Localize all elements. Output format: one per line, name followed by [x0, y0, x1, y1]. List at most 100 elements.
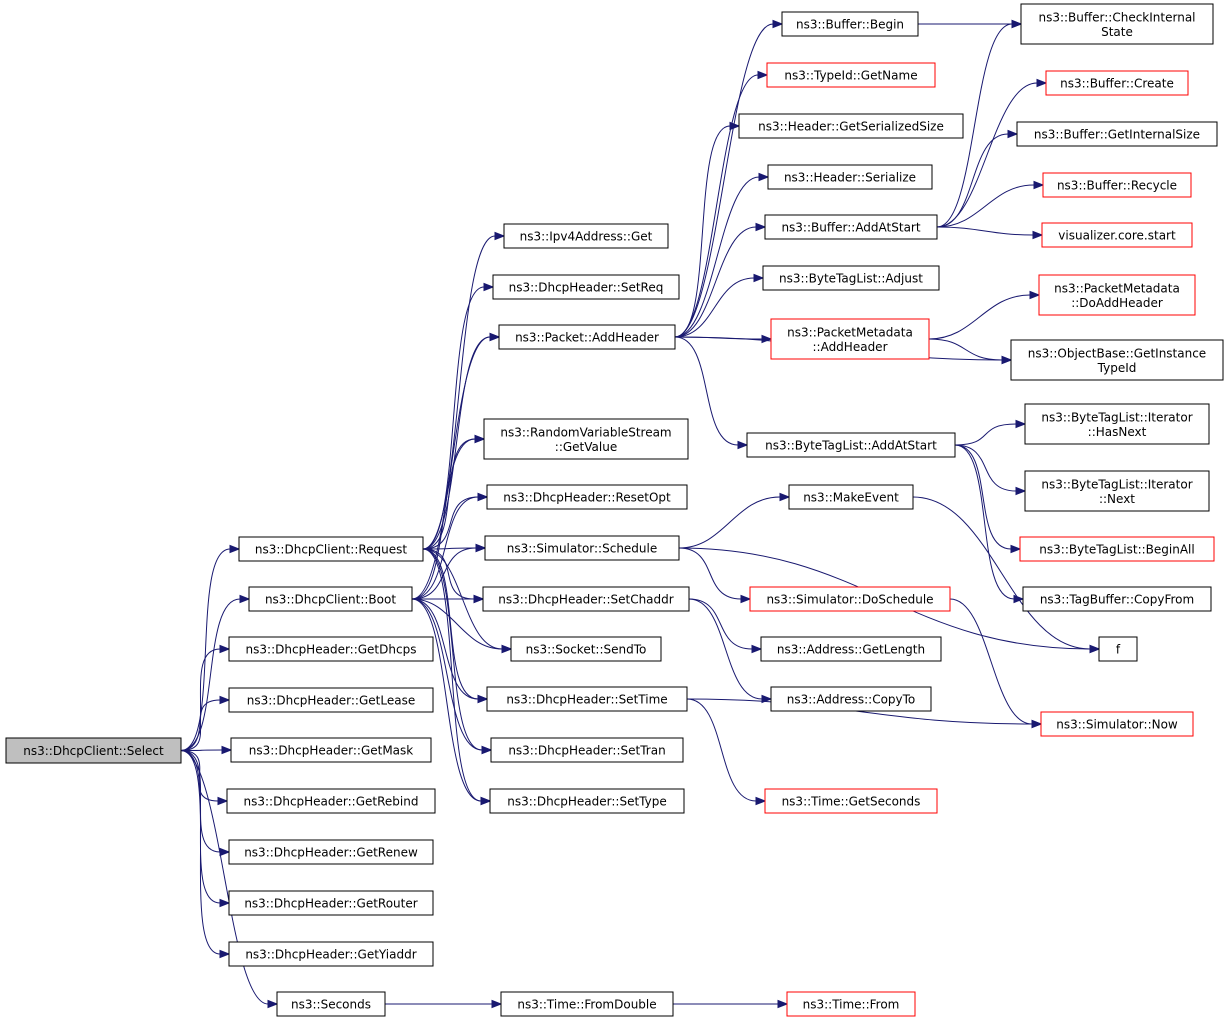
edge-line: [411, 598, 503, 650]
node-boot[interactable]: ns3::DhcpClient::Boot: [248, 586, 413, 612]
edge-line: [422, 548, 482, 802]
node-select[interactable]: ns3::DhcpClient::Select: [5, 737, 182, 764]
node-sendto[interactable]: ns3::Socket::SendTo: [510, 636, 662, 662]
edge-makeevent-to-f: [912, 496, 1101, 654]
edge-arrowhead: [501, 644, 513, 654]
edge-setchaddr-to-addrcopyto: [688, 598, 773, 704]
node-seconds[interactable]: ns3::Seconds: [276, 991, 386, 1017]
edge-arrowhead: [229, 544, 241, 554]
edge-bufaddatstart-to-bufrecycle: [936, 180, 1045, 228]
node-bufgetintsize[interactable]: ns3::Buffer::GetInternalSize: [1016, 121, 1218, 147]
node-box: [5, 737, 182, 764]
node-box: [764, 214, 938, 240]
edge-bufaddatstart-to-bufgetintsize: [936, 129, 1019, 228]
node-settime[interactable]: ns3::DhcpHeader::SetTime: [486, 686, 688, 712]
edge-boot-to-settran: [411, 598, 493, 755]
node-makeevent[interactable]: ns3::MakeEvent: [788, 484, 914, 510]
node-box: [486, 484, 688, 510]
node-label: ns3::DhcpHeader::GetYiaddr: [245, 948, 416, 962]
node-tagbufcopyfrom[interactable]: ns3::TagBuffer::CopyFrom: [1022, 586, 1212, 612]
node-request[interactable]: ns3::DhcpClient::Request: [238, 536, 424, 562]
node-bufaddatstart[interactable]: ns3::Buffer::AddAtStart: [764, 214, 938, 240]
node-box: [746, 432, 956, 458]
node-bufcreate[interactable]: ns3::Buffer::Create: [1045, 70, 1189, 96]
node-getdhcps[interactable]: ns3::DhcpHeader::GetDhcps: [228, 636, 434, 662]
edge-line: [422, 235, 496, 550]
node-timegetseconds[interactable]: ns3::Time::GetSeconds: [764, 788, 938, 814]
node-hdrgetsersize[interactable]: ns3::Header::GetSerializedSize: [738, 113, 964, 139]
node-btladjust[interactable]: ns3::ByteTagList::Adjust: [762, 265, 940, 291]
edge-arrowhead: [755, 796, 767, 806]
node-rvsgetvalue[interactable]: ns3::RandomVariableStream::GetValue: [483, 418, 689, 460]
node-box: [1024, 403, 1210, 445]
node-label: ns3::Simulator::Now: [1056, 718, 1178, 732]
edge-arrowhead: [481, 745, 493, 755]
node-settran[interactable]: ns3::DhcpHeader::SetTran: [490, 737, 684, 763]
edge-line: [180, 750, 269, 1005]
node-ipv4get[interactable]: ns3::Ipv4Address::Get: [503, 223, 669, 249]
node-addrcopyto[interactable]: ns3::Address::CopyTo: [770, 686, 932, 712]
edge-arrowhead: [755, 222, 767, 232]
node-label: ns3::Buffer::AddAtStart: [781, 221, 920, 235]
edge-line: [936, 226, 1034, 236]
node-getrebind[interactable]: ns3::DhcpHeader::GetRebind: [226, 788, 436, 814]
node-label: State: [1101, 25, 1133, 39]
node-getlease[interactable]: ns3::DhcpHeader::GetLease: [228, 687, 434, 713]
node-addrgetlength[interactable]: ns3::Address::GetLength: [760, 636, 942, 662]
edge-line: [674, 23, 774, 338]
node-f[interactable]: f: [1098, 636, 1138, 662]
edge-addheader-to-pmaddheader: [674, 334, 773, 344]
edge-arrowhead: [219, 695, 231, 705]
node-btlithasnext[interactable]: ns3::ByteTagList::Iterator::HasNext: [1024, 403, 1210, 445]
edge-line: [411, 438, 476, 600]
node-schedule[interactable]: ns3::Simulator::Schedule: [484, 535, 680, 561]
node-bufbegin[interactable]: ns3::Buffer::Begin: [781, 11, 919, 37]
edge-line: [954, 423, 1017, 446]
node-getyiaddr[interactable]: ns3::DhcpHeader::GetYiaddr: [228, 941, 434, 967]
node-label: ns3::Buffer::Create: [1060, 77, 1174, 91]
edge-line: [688, 598, 753, 650]
node-box: [1045, 70, 1189, 96]
node-simnow[interactable]: ns3::Simulator::Now: [1040, 711, 1194, 737]
edge-btladdatstart-to-tagbufcopyfrom: [954, 444, 1025, 604]
node-settype[interactable]: ns3::DhcpHeader::SetType: [489, 788, 685, 814]
edge-boot-to-resetopt: [411, 492, 489, 600]
edge-line: [411, 598, 482, 802]
node-label: ns3::Buffer::Recycle: [1057, 179, 1177, 193]
node-setchaddr[interactable]: ns3::DhcpHeader::SetChaddr: [482, 586, 690, 612]
node-getrouter[interactable]: ns3::DhcpHeader::GetRouter: [228, 890, 434, 916]
node-btlitnext[interactable]: ns3::ByteTagList::Iterator::Next: [1024, 470, 1210, 512]
node-box: [510, 636, 662, 662]
node-hdrserialize[interactable]: ns3::Header::Serialize: [767, 164, 933, 190]
node-box: [760, 636, 942, 662]
node-doschedule[interactable]: ns3::Simulator::DoSchedule: [749, 586, 951, 612]
edge-boot-to-schedule: [411, 543, 487, 600]
node-label: ns3::PacketMetadata: [1054, 281, 1180, 295]
edge-arrowhead: [779, 492, 791, 502]
node-getmask[interactable]: ns3::DhcpHeader::GetMask: [230, 737, 432, 763]
node-box: [764, 788, 938, 814]
node-box: [489, 788, 685, 814]
node-timefrom[interactable]: ns3::Time::From: [786, 991, 916, 1017]
node-bufrecycle[interactable]: ns3::Buffer::Recycle: [1042, 172, 1192, 198]
edge-arrowhead: [219, 847, 231, 857]
edge-arrowhead: [761, 694, 773, 704]
node-typeidgetname[interactable]: ns3::TypeId::GetName: [766, 62, 936, 88]
node-setreq[interactable]: ns3::DhcpHeader::SetReq: [492, 274, 680, 300]
node-addheader[interactable]: ns3::Packet::AddHeader: [498, 324, 676, 350]
node-btlbeginall[interactable]: ns3::ByteTagList::BeginAll: [1019, 536, 1215, 562]
node-resetopt[interactable]: ns3::DhcpHeader::ResetOpt: [486, 484, 688, 510]
node-pmaddheader[interactable]: ns3::PacketMetadata::AddHeader: [770, 318, 930, 360]
node-box: [1038, 274, 1196, 316]
edge-select-to-getrebind: [180, 750, 229, 806]
node-pmdoaddheader[interactable]: ns3::PacketMetadata::DoAddHeader: [1038, 274, 1196, 316]
node-label: visualizer.core.start: [1058, 229, 1176, 243]
node-label: ::DoAddHeader: [1071, 296, 1163, 310]
node-getrenew[interactable]: ns3::DhcpHeader::GetRenew: [228, 839, 434, 865]
node-vizstart[interactable]: visualizer.core.start: [1041, 222, 1193, 248]
edge-arrowhead: [483, 282, 495, 292]
node-fromdouble[interactable]: ns3::Time::FromDouble: [500, 991, 674, 1017]
node-btladdatstart[interactable]: ns3::ByteTagList::AddAtStart: [746, 432, 956, 458]
